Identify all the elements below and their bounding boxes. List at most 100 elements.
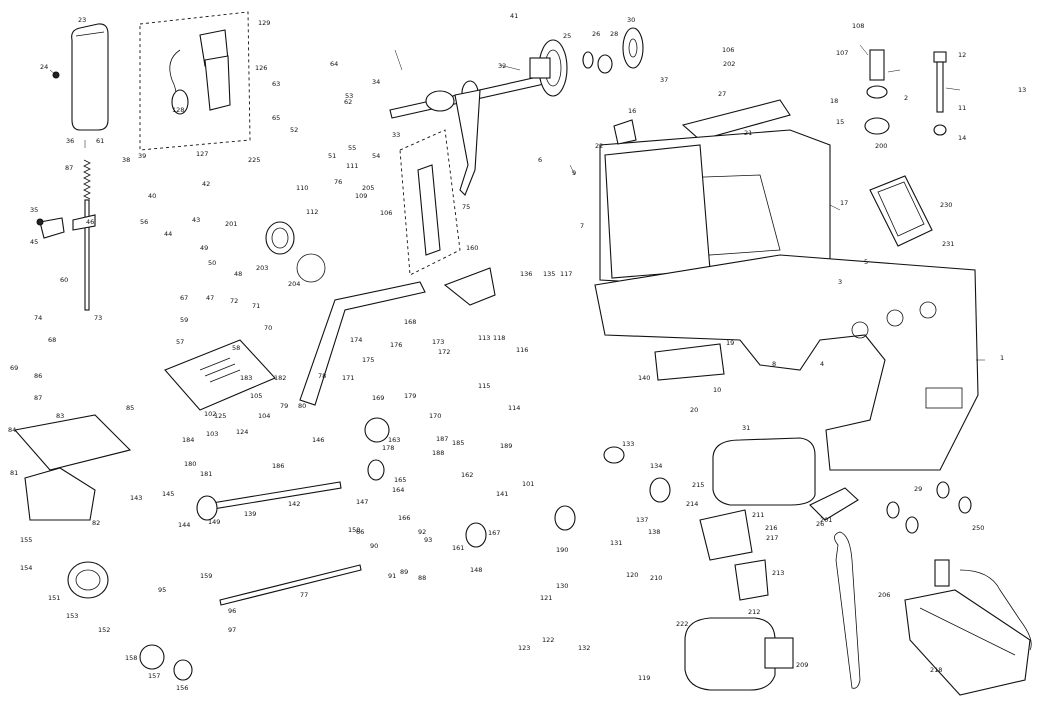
callout-label: 45 bbox=[30, 238, 38, 246]
callout-label: 62 bbox=[344, 98, 352, 106]
callout-label: 96 bbox=[228, 607, 236, 615]
callout-label: 215 bbox=[692, 481, 704, 489]
callout-label: 164 bbox=[392, 486, 404, 494]
callout-label: 173 bbox=[432, 338, 444, 346]
callout-label: 43 bbox=[192, 216, 200, 224]
callout-label: 123 bbox=[518, 644, 530, 652]
callout-label: 57 bbox=[176, 338, 184, 346]
callout-label: 44 bbox=[164, 230, 172, 238]
callout-label: 155 bbox=[20, 536, 32, 544]
callout-label: 145 bbox=[162, 490, 174, 498]
callout-label: 3 bbox=[838, 278, 842, 286]
callout-label: 4 bbox=[820, 360, 824, 368]
callout-label: 148 bbox=[470, 566, 482, 574]
part-190-knob bbox=[554, 505, 576, 531]
part-203-dial bbox=[265, 221, 295, 255]
callout-label: 82 bbox=[92, 519, 100, 527]
callout-label: 22 bbox=[595, 142, 603, 150]
callout-label: 120 bbox=[626, 571, 638, 579]
callout-label: 52 bbox=[290, 126, 298, 134]
callout-label: 174 bbox=[350, 336, 362, 344]
callout-label: 87 bbox=[65, 164, 73, 172]
callout-label: 124 bbox=[236, 428, 248, 436]
leader-lines bbox=[49, 44, 985, 361]
callout-label: 30 bbox=[627, 16, 635, 24]
part-10-cover-block bbox=[654, 343, 725, 381]
callout-label: 69 bbox=[10, 364, 18, 372]
callout-label: 7 bbox=[580, 222, 584, 230]
callout-label: 17 bbox=[840, 199, 848, 207]
part-87-spring bbox=[83, 159, 91, 200]
callout-label: 216 bbox=[765, 524, 777, 532]
callout-label: 28 bbox=[610, 30, 618, 38]
part-75-needle-bar-box bbox=[399, 129, 461, 276]
callout-label: 56 bbox=[140, 218, 148, 226]
callout-label: 161 bbox=[452, 544, 464, 552]
callout-label: 122 bbox=[542, 636, 554, 644]
callout-label: 73 bbox=[94, 314, 102, 322]
callout-label: 6 bbox=[538, 156, 542, 164]
part-222-motor bbox=[684, 617, 794, 691]
part-126-lamp-assembly-box bbox=[139, 11, 251, 151]
callout-label: 126 bbox=[255, 64, 267, 72]
callout-label: 162 bbox=[461, 471, 473, 479]
part-160-lever bbox=[443, 267, 496, 306]
callout-label: 87 bbox=[34, 394, 42, 402]
callout-label: 14 bbox=[958, 134, 966, 142]
part-133-bobbin-winder bbox=[603, 446, 625, 464]
callout-label: 9 bbox=[572, 169, 576, 177]
callout-label: 201 bbox=[820, 516, 832, 524]
callout-label: 203 bbox=[256, 264, 268, 272]
part-84-feed-bracket bbox=[13, 414, 132, 471]
callout-label: 63 bbox=[272, 80, 280, 88]
callout-label: 31 bbox=[742, 424, 750, 432]
callout-label: 134 bbox=[650, 462, 662, 470]
callout-label: 204 bbox=[288, 280, 300, 288]
callout-label: 180 bbox=[184, 460, 196, 468]
callout-label: 118 bbox=[493, 334, 505, 342]
callout-label: 179 bbox=[404, 392, 416, 400]
callout-label: 181 bbox=[200, 470, 212, 478]
part-38-gear bbox=[622, 27, 644, 69]
callout-label: 19 bbox=[726, 339, 734, 347]
part-28-washer bbox=[597, 54, 613, 74]
callout-label: 175 bbox=[362, 356, 374, 364]
callout-label: 75 bbox=[462, 203, 470, 211]
callout-label: 133 bbox=[622, 440, 634, 448]
callout-label: 113 bbox=[478, 334, 490, 342]
callout-label: 165 bbox=[394, 476, 406, 484]
callout-label: 16 bbox=[628, 107, 636, 115]
callout-label: 117 bbox=[560, 270, 572, 278]
part-200-ring bbox=[864, 117, 890, 135]
callout-label: 190 bbox=[556, 546, 568, 554]
callout-label: 222 bbox=[676, 620, 688, 628]
callout-label: 61 bbox=[96, 137, 104, 145]
callout-label: 81 bbox=[10, 469, 18, 477]
callout-label: 211 bbox=[752, 511, 764, 519]
part-60-presser-bar bbox=[72, 199, 96, 311]
callout-label: 108 bbox=[852, 22, 864, 30]
callout-label: 185 bbox=[452, 439, 464, 447]
callout-label: 159 bbox=[200, 572, 212, 580]
callout-label: 32 bbox=[498, 62, 506, 70]
part-157-hook bbox=[139, 644, 165, 670]
callout-label: 106 bbox=[722, 46, 734, 54]
part-212-switch bbox=[734, 559, 769, 601]
callout-label: 131 bbox=[610, 539, 622, 547]
callout-label: 72 bbox=[230, 297, 238, 305]
part-165-cam bbox=[367, 459, 385, 481]
callout-label: 111 bbox=[346, 162, 358, 170]
callout-label: 50 bbox=[208, 259, 216, 267]
callout-label: 121 bbox=[540, 594, 552, 602]
callout-label: 48 bbox=[234, 270, 242, 278]
part-16-bracket bbox=[613, 119, 637, 145]
callout-label: 114 bbox=[508, 404, 520, 412]
callout-label: 49 bbox=[200, 244, 208, 252]
callout-label: 112 bbox=[306, 208, 318, 216]
part-206-belt bbox=[834, 531, 861, 689]
callout-label: 127 bbox=[196, 150, 208, 158]
callout-label: 230 bbox=[940, 201, 952, 209]
callout-label: 186 bbox=[272, 462, 284, 470]
callout-label: 2 bbox=[904, 94, 908, 102]
